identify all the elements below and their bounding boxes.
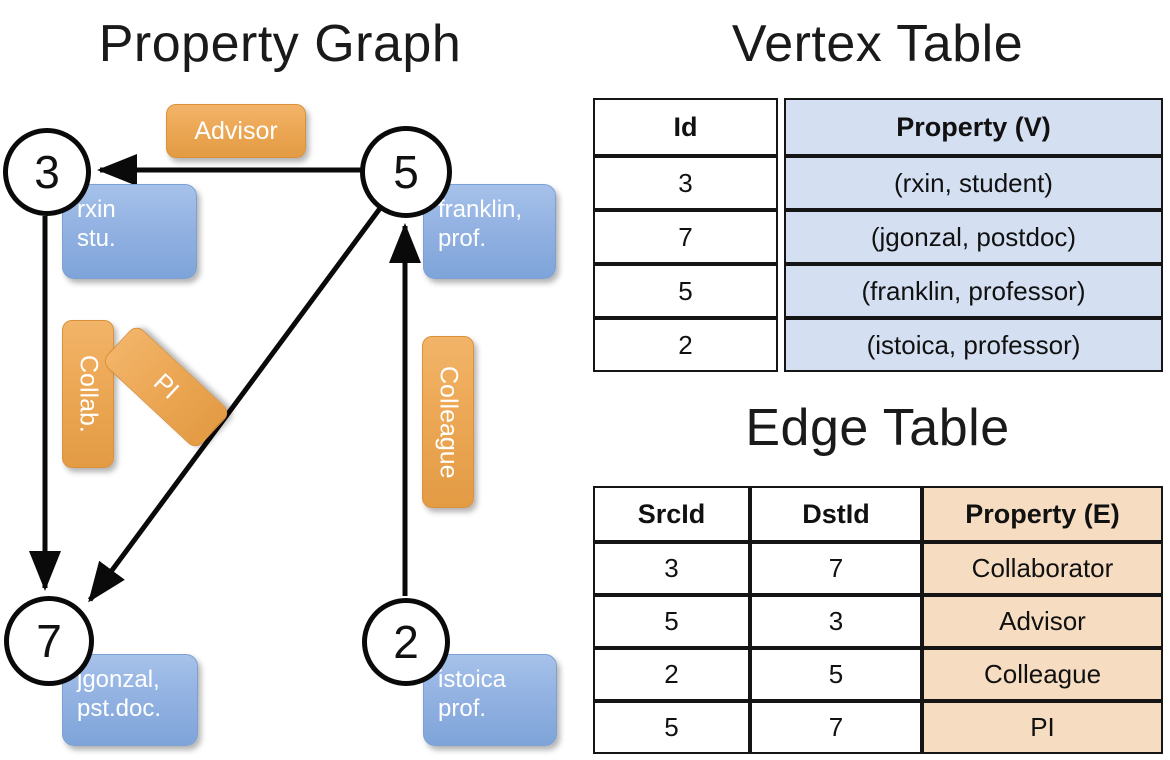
edge-table-header-dstid: DstId [750, 486, 922, 542]
vertex-property-box-5-line1: franklin, [438, 196, 523, 223]
vertex-property-box-2-line1: istoica [438, 666, 507, 693]
edge-label-colleague-text: Colleague [434, 365, 463, 479]
vertex-table-header-property: Property (V) [784, 98, 1163, 156]
vertex-row-2-id: 5 [593, 264, 778, 318]
vertex-row-3-property: (istoica, professor) [784, 318, 1163, 372]
vertex-property-box-3-line1: rxin [77, 196, 116, 223]
vertex-property-box-5: franklin, prof. [423, 184, 556, 279]
edge-row-0-src: 3 [593, 542, 750, 595]
table-row: 2 5 Colleague [593, 648, 1163, 701]
edge-row-2-src: 2 [593, 648, 750, 701]
table-row: 5 (franklin, professor) [593, 264, 1163, 318]
vertex-row-2-property: (franklin, professor) [784, 264, 1163, 318]
graph-node-2-label: 2 [393, 616, 419, 668]
edge-row-1-property: Advisor [922, 595, 1163, 648]
vertex-property-box-7-line1: jgonzal, [77, 666, 160, 693]
graph-node-7-label: 7 [36, 615, 62, 667]
edge-row-0-dst: 7 [750, 542, 922, 595]
property-graph-title: Property Graph [98, 15, 462, 73]
edge-row-0-property: Collaborator [922, 542, 1163, 595]
table-row: 3 7 Collaborator [593, 542, 1163, 595]
vertex-property-box-2-line2: prof. [438, 695, 487, 723]
edge-row-1-dst: 3 [750, 595, 922, 648]
table-row: 2 (istoica, professor) [593, 318, 1163, 372]
vertex-table-title: Vertex Table [731, 15, 1024, 73]
vertex-property-box-3: rxin stu. [62, 184, 197, 279]
edge-table-title: Edge Table [745, 399, 1010, 457]
table-row: 5 3 Advisor [593, 595, 1163, 648]
vertex-property-box-3-line2: stu. [77, 225, 116, 253]
edge-table-header-srcid: SrcId [593, 486, 750, 542]
vertex-row-0-id: 3 [593, 156, 778, 210]
edge-label-pi-text: PI [148, 368, 185, 405]
edge-label-advisor-text: Advisor [194, 116, 278, 145]
vertex-row-1-id: 7 [593, 210, 778, 264]
vertex-table-header-row: Id Property (V) [593, 98, 1163, 156]
vertex-property-box-7-line2: pst.doc. [77, 695, 162, 723]
edge-row-3-property: PI [922, 701, 1163, 754]
edge-table-panel: Edge Table SrcId DstId Property (E) 3 7 … [585, 392, 1170, 760]
vertex-row-3-id: 2 [593, 318, 778, 372]
edge-label-colleague: Colleague [422, 336, 474, 508]
vertex-row-1-property: (jgonzal, postdoc) [784, 210, 1163, 264]
graph-node-2: 2 [362, 598, 450, 686]
edge-label-collaborator-text: Collab. [74, 355, 103, 433]
edge-table-header-row: SrcId DstId Property (E) [593, 486, 1163, 542]
graph-node-7: 7 [4, 596, 94, 686]
graph-node-5: 5 [360, 126, 452, 218]
table-row: 7 (jgonzal, postdoc) [593, 210, 1163, 264]
vertex-table-panel: Vertex Table Id Property (V) 3 (rxin, st… [585, 0, 1170, 390]
vertex-property-box-7: jgonzal, pst.doc. [62, 654, 198, 746]
table-row: 3 (rxin, student) [593, 156, 1163, 210]
vertex-row-0-property: (rxin, student) [784, 156, 1163, 210]
edge-table-header-property: Property (E) [922, 486, 1163, 542]
graph-node-3: 3 [3, 128, 91, 216]
edge-row-2-property: Colleague [922, 648, 1163, 701]
edge-row-3-dst: 7 [750, 701, 922, 754]
edge-row-2-dst: 5 [750, 648, 922, 701]
graph-node-3-label: 3 [34, 146, 60, 198]
edge-row-3-src: 5 [593, 701, 750, 754]
table-row: 5 7 PI [593, 701, 1163, 754]
edge-label-collaborator: Collab. [62, 320, 114, 468]
property-graph-panel: Property Graph Advisor Collab. PI [3, 15, 557, 746]
graph-edges-svg [29, 154, 421, 603]
graph-node-5-label: 5 [393, 146, 419, 198]
edge-5-to-7 [87, 205, 384, 603]
vertex-property-box-5-line2: prof. [438, 225, 487, 253]
edge-table: SrcId DstId Property (E) 3 7 Collaborato… [593, 486, 1163, 754]
vertex-property-box-2: istoica prof. [423, 654, 557, 746]
vertex-table: Id Property (V) 3 (rxin, student) 7 (jgo… [593, 98, 1163, 372]
edge-label-advisor: Advisor [166, 104, 306, 158]
edge-row-1-src: 5 [593, 595, 750, 648]
vertex-table-header-id: Id [593, 98, 778, 156]
